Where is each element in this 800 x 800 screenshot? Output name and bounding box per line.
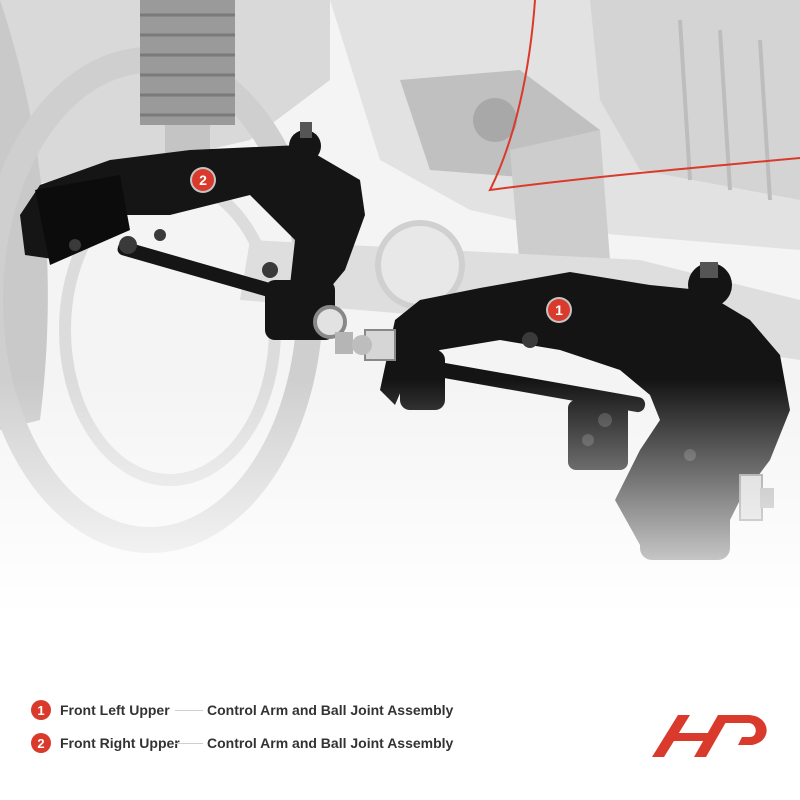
legend-description-2: Control Arm and Ball Joint Assembly xyxy=(207,735,454,751)
marker-1: 1 xyxy=(548,299,570,321)
legend-position-1: Front Left Upper xyxy=(60,702,170,718)
legend-rule-2 xyxy=(175,742,203,744)
marker-2-number: 2 xyxy=(199,172,207,188)
brand-logo xyxy=(652,711,772,761)
photo-fade xyxy=(0,380,800,660)
legend: 1 Front Left Upper Control Arm and Ball … xyxy=(31,698,453,764)
legend-item-1: 1 Front Left Upper Control Arm and Ball … xyxy=(31,698,453,722)
legend-item-2: 2 Front Right Upper Control Arm and Ball… xyxy=(31,731,453,755)
legend-badge-1: 1 xyxy=(31,700,51,720)
legend-badge-2: 2 xyxy=(31,733,51,753)
legend-rule-1 xyxy=(175,709,203,711)
marker-1-number: 1 xyxy=(555,302,563,318)
legend-position-2: Front Right Upper xyxy=(60,735,180,751)
marker-2: 2 xyxy=(192,169,214,191)
legend-description-1: Control Arm and Ball Joint Assembly xyxy=(207,702,454,718)
product-photo xyxy=(0,0,800,640)
